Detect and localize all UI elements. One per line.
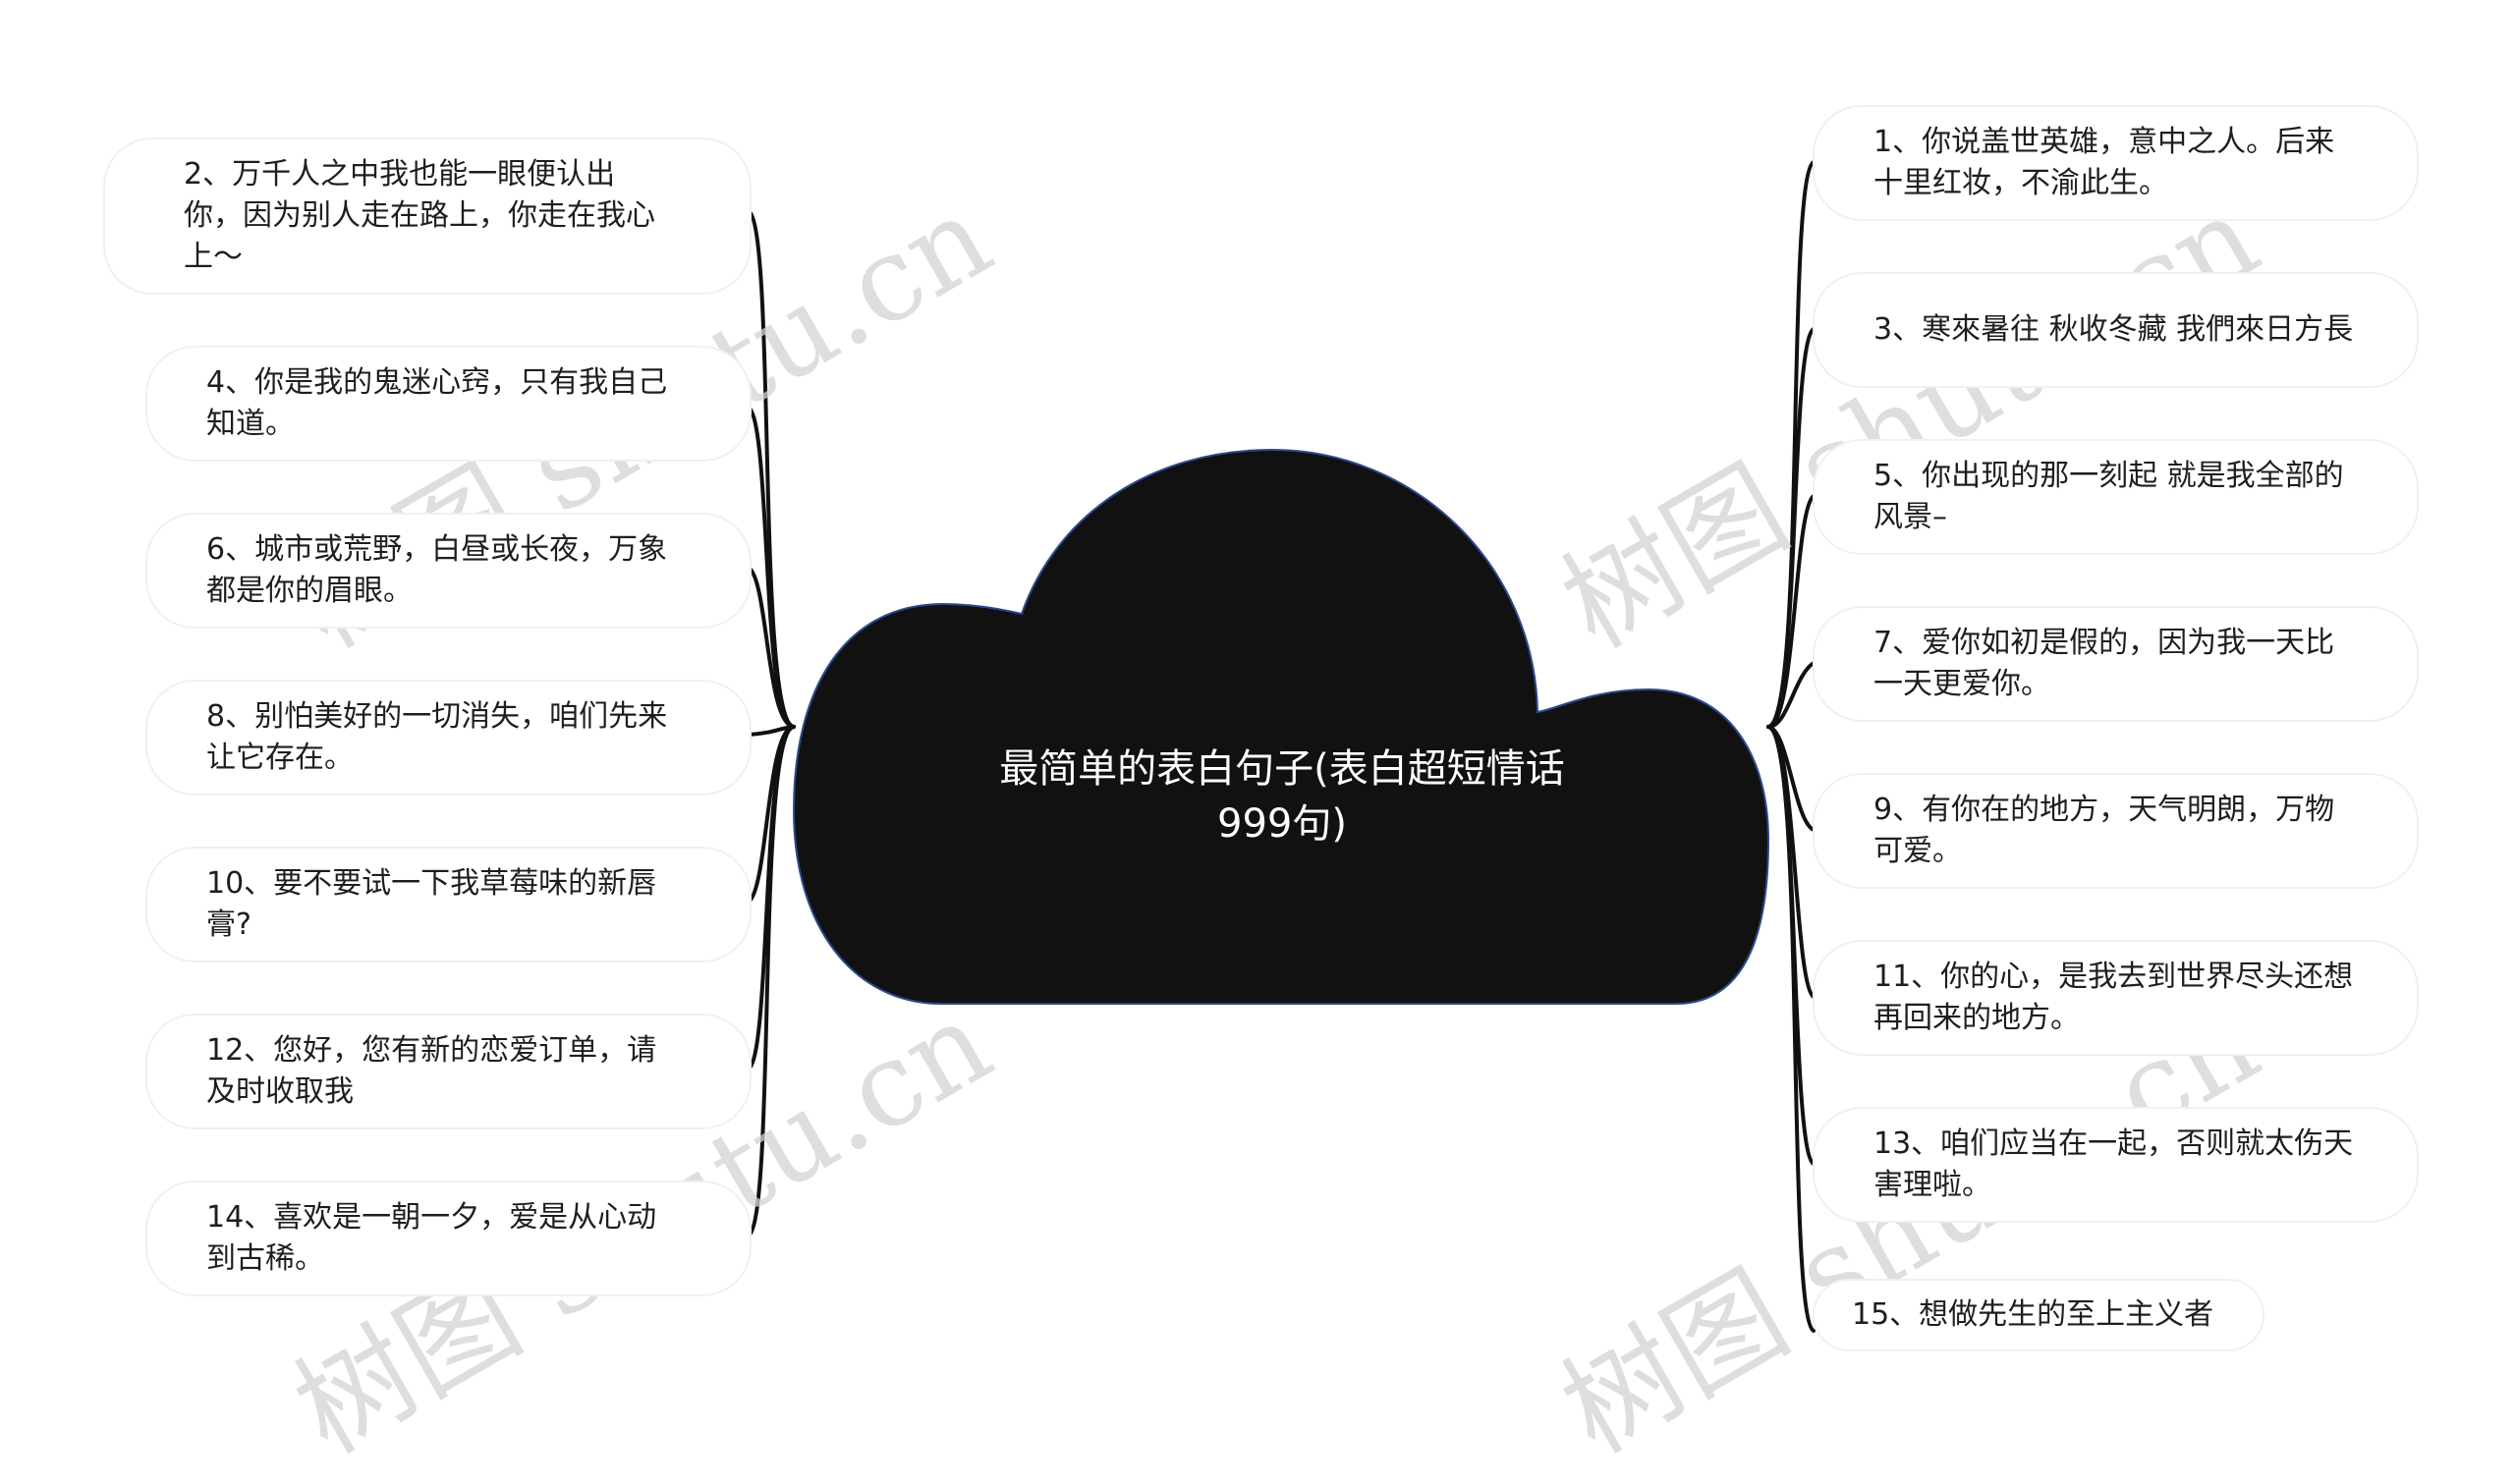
topic-node-right-4[interactable]: 7、爱你如初是假的，因为我一天比一天更爱你。 <box>1813 606 2419 722</box>
topic-node-left-5[interactable]: 10、要不要试一下我草莓味的新唇膏? <box>145 847 752 962</box>
connector-left-2 <box>747 406 796 729</box>
topic-node-text: 11、你的心，是我去到世界尽头还想再回来的地方。 <box>1873 960 2354 1035</box>
topic-node-right-8[interactable]: 15、想做先生的至上主义者 <box>1813 1279 2264 1351</box>
topic-node-text: 8、别怕美好的一切消失，咱们先来让它存在。 <box>206 699 668 775</box>
topic-node-text: 13、咱们应当在一起，否则就太伤天害理啦。 <box>1873 1127 2354 1202</box>
topic-node-left-3[interactable]: 6、城市或荒野，白昼或长夜，万象都是你的眉眼。 <box>145 513 752 629</box>
topic-node-text: 3、寒來暑往 秋收冬藏 我們來日方長 <box>1873 312 2354 347</box>
topic-node-text: 12、您好，您有新的恋爱订单，请及时收取我 <box>206 1033 657 1109</box>
central-topic-title: 最简单的表白句子(表白超短情话999句) <box>999 746 1565 847</box>
topic-node-right-2[interactable]: 3、寒來暑往 秋收冬藏 我們來日方長 <box>1813 272 2419 388</box>
topic-node-left-4[interactable]: 8、别怕美好的一切消失，咱们先来让它存在。 <box>145 680 752 796</box>
topic-node-right-3[interactable]: 5、你出现的那一刻起 就是我全部的风景– <box>1813 439 2419 555</box>
topic-node-text: 10、要不要试一下我草莓味的新唇膏? <box>206 866 657 942</box>
topic-node-text: 6、城市或荒野，白昼或长夜，万象都是你的眉眼。 <box>206 532 668 608</box>
topic-node-text: 9、有你在的地方，天气明朗，万物可爱。 <box>1873 793 2335 868</box>
connector-right-4 <box>1766 661 1816 729</box>
connector-left-3 <box>747 566 796 729</box>
mindmap-canvas <box>747 160 1816 1333</box>
center-cloud[interactable] <box>792 448 1770 1005</box>
topic-node-text: 4、你是我的鬼迷心窍，只有我自己知道。 <box>206 365 668 441</box>
topic-node-left-7[interactable]: 14、喜欢是一朝一夕，爱是从心动到古稀。 <box>145 1181 752 1296</box>
topic-node-right-6[interactable]: 11、你的心，是我去到世界尽头还想再回来的地方。 <box>1813 940 2419 1056</box>
connector-right-8 <box>1766 725 1816 1333</box>
topic-node-text: 1、你说盖世英雄，意中之人。后来十里红妆，不渝此生。 <box>1873 125 2335 200</box>
topic-node-left-1[interactable]: 2、万千人之中我也能一眼便认出你，因为别人走在路上，你走在我心上～ <box>103 137 752 295</box>
connector-right-3 <box>1766 494 1816 729</box>
topic-node-text: 7、爱你如初是假的，因为我一天比一天更爱你。 <box>1873 626 2335 701</box>
connectors <box>747 160 1816 1333</box>
topic-node-text: 15、想做先生的至上主义者 <box>1852 1297 2214 1332</box>
connector-left-7 <box>747 725 796 1237</box>
topic-node-text: 2、万千人之中我也能一眼便认出你，因为别人走在路上，你走在我心上～ <box>184 157 655 274</box>
topic-node-right-5[interactable]: 9、有你在的地方，天气明朗，万物可爱。 <box>1813 773 2419 889</box>
topic-node-left-6[interactable]: 12、您好，您有新的恋爱订单，请及时收取我 <box>145 1014 752 1129</box>
topic-node-right-7[interactable]: 13、咱们应当在一起，否则就太伤天害理啦。 <box>1813 1107 2419 1223</box>
topic-node-text: 14、喜欢是一朝一夕，爱是从心动到古稀。 <box>206 1200 657 1276</box>
topic-node-text: 5、你出现的那一刻起 就是我全部的风景– <box>1873 459 2344 534</box>
topic-node-left-2[interactable]: 4、你是我的鬼迷心窍，只有我自己知道。 <box>145 346 752 462</box>
topic-node-right-1[interactable]: 1、你说盖世英雄，意中之人。后来十里红妆，不渝此生。 <box>1813 105 2419 221</box>
